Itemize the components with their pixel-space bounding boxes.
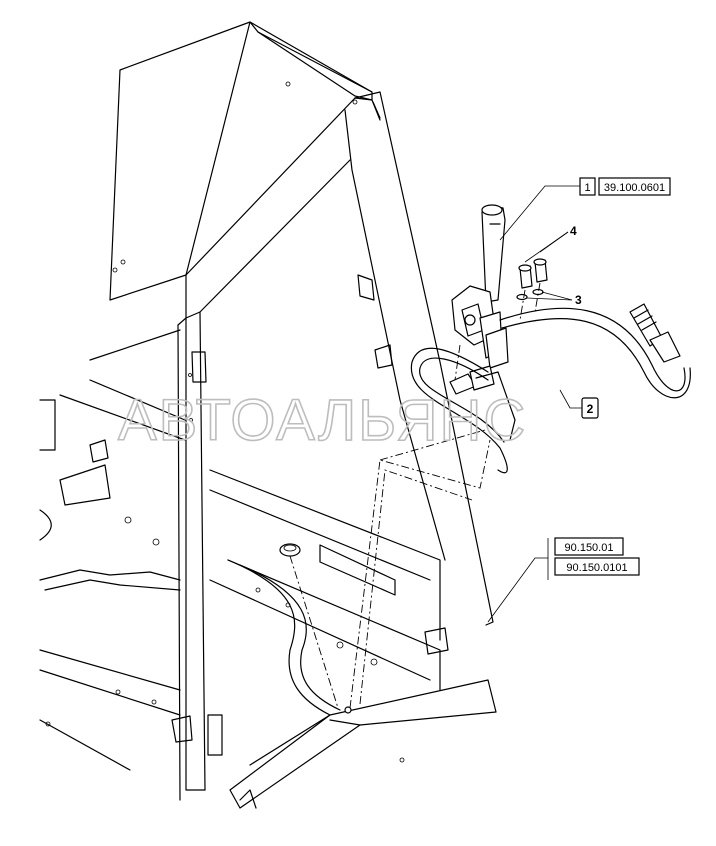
cab-pillar-right	[344, 91, 494, 626]
callout-3: 3	[575, 293, 582, 307]
item-1-number: 1	[584, 182, 590, 194]
assembly-code-1: 90.150.01	[565, 542, 614, 554]
leader-lines	[487, 185, 593, 623]
callout-2: 2	[587, 402, 594, 416]
part-label-1: 1 39.100.0601	[579, 177, 671, 196]
assembly-label-group: 90.150.01 90.150.0101	[554, 537, 640, 576]
callout-numbers: 4 3 2	[570, 224, 599, 419]
floor-grommet	[279, 543, 301, 557]
assembly-dashed-lines	[289, 344, 491, 709]
cab-roof-panel	[109, 21, 381, 319]
assembly-code-2: 90.150.0101	[566, 562, 627, 574]
step-plate	[229, 679, 497, 809]
throttle-cable	[410, 303, 691, 474]
cab-floor	[39, 267, 449, 771]
cab-pillar-left	[177, 311, 223, 801]
throttle-lever-assembly	[449, 204, 516, 441]
bolts-washers	[516, 258, 548, 321]
item-1-code: 39.100.0601	[604, 182, 665, 194]
watermark-text: АВТОАЛЬЯНС	[118, 388, 527, 453]
callout-4: 4	[570, 224, 577, 238]
